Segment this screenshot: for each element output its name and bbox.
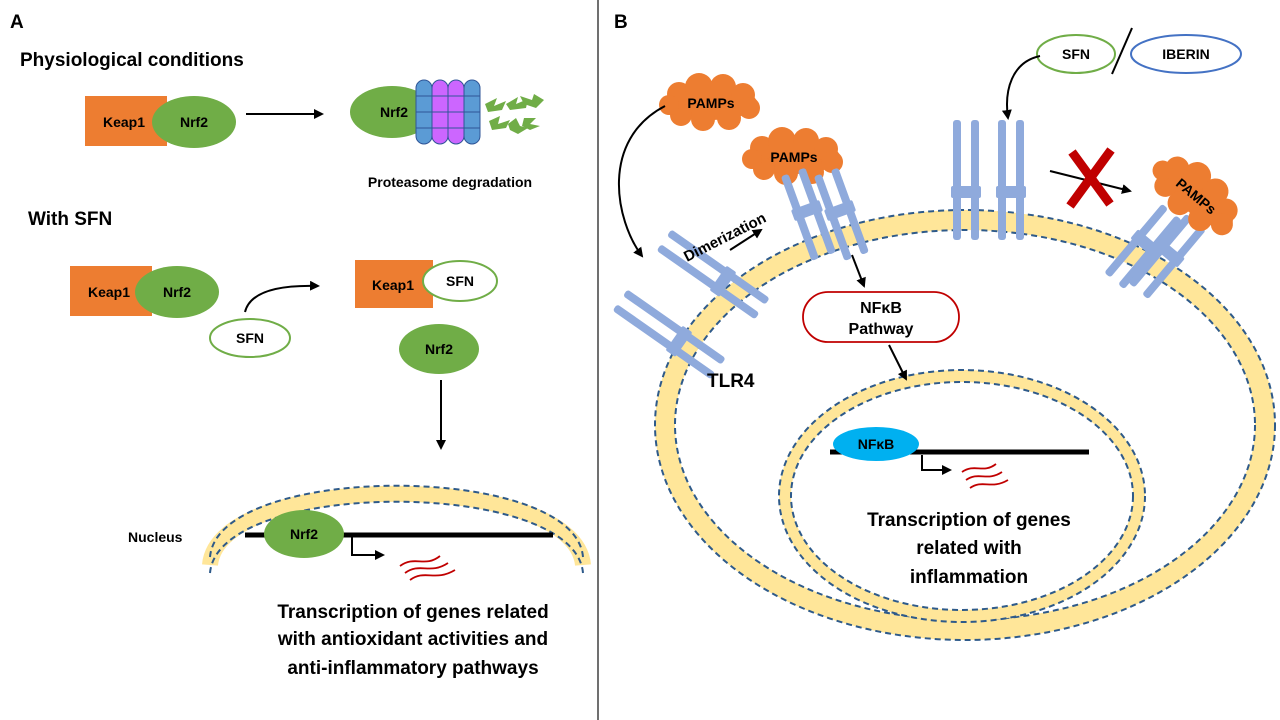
transcription-text-b-line3: inflammation bbox=[910, 567, 1028, 588]
physiological-title: Physiological conditions bbox=[20, 50, 244, 71]
nfkb-pathway-label-line1: NFκB bbox=[860, 300, 902, 317]
iberin-label: IBERIN bbox=[1162, 46, 1209, 62]
cell-membrane bbox=[654, 209, 1276, 641]
iberin-ellipse bbox=[1130, 34, 1242, 74]
panel-a: A Physiological conditions Keap1 Nrf2 Nr… bbox=[10, 12, 591, 679]
nrf2-ellipse-free bbox=[399, 324, 479, 374]
nrf2-label-degraded: Nrf2 bbox=[380, 104, 408, 120]
transcription-text-a-line3: anti-inflammatory pathways bbox=[287, 658, 538, 679]
nfkb-label: NFκB bbox=[858, 436, 895, 452]
nrf2-ellipse-physiological bbox=[152, 96, 236, 148]
transcription-text-b-line2: related with bbox=[916, 538, 1022, 559]
transcription-text-a-line2: with antioxidant activities and bbox=[277, 629, 548, 650]
peptide-fragments-icon bbox=[485, 94, 544, 134]
transcription-start-arrow-a bbox=[351, 537, 385, 560]
nrf2-ellipse-degraded bbox=[350, 86, 434, 138]
keap1-label-sfn-left: Keap1 bbox=[88, 284, 130, 300]
panel-b: B SFN IBERIN PAMPs TLR4 bbox=[611, 12, 1276, 641]
transcription-start-arrow-b bbox=[921, 455, 952, 475]
transcription-text-b-line1: Transcription of genes bbox=[867, 510, 1071, 531]
sfn-to-receptor-arrow bbox=[1001, 55, 1041, 120]
nfkb-ellipse bbox=[833, 427, 919, 461]
mrna-icon-a bbox=[399, 555, 456, 581]
sfn-ellipse-a bbox=[209, 318, 291, 358]
dimerization-label: Dimerization bbox=[681, 210, 769, 266]
transcription-text-a-line1: Transcription of genes related bbox=[277, 602, 548, 623]
pamps-label-2: PAMPs bbox=[770, 149, 817, 165]
nucleus-label: Nucleus bbox=[128, 529, 183, 545]
pamps-to-tlr4-arrow bbox=[617, 105, 666, 258]
receptor-to-nfkb-arrow bbox=[851, 254, 866, 288]
sfn-ellipse-bound bbox=[422, 260, 498, 302]
sfn-binding-arrow bbox=[244, 280, 320, 313]
keap1-box-sfn-bound bbox=[355, 260, 433, 308]
proteasome-icon bbox=[415, 79, 481, 145]
pamps-label-1: PAMPs bbox=[687, 95, 734, 111]
keap1-label-sfn-bound: Keap1 bbox=[372, 277, 414, 293]
nfkb-pathway-label-line2: Pathway bbox=[849, 321, 914, 338]
nucleus-membrane-b bbox=[778, 369, 1146, 623]
nfkb-pathway-box bbox=[802, 291, 960, 343]
sfn-iberin-separator bbox=[1111, 27, 1133, 75]
nrf2-label-free: Nrf2 bbox=[425, 341, 453, 357]
dimerization-arrow bbox=[729, 228, 763, 251]
sfn-label-bound: SFN bbox=[446, 273, 474, 289]
tlr4-label: TLR4 bbox=[707, 371, 755, 392]
nrf2-ellipse-sfn-left bbox=[135, 266, 219, 318]
panel-b-letter: B bbox=[614, 12, 628, 33]
keap1-label-physiological: Keap1 bbox=[103, 114, 145, 130]
panel-a-letter: A bbox=[10, 12, 24, 33]
nrf2-label-nucleus: Nrf2 bbox=[290, 526, 318, 542]
nrf2-ellipse-nucleus bbox=[264, 510, 344, 558]
with-sfn-title: With SFN bbox=[28, 209, 112, 230]
nucleus-membrane-a bbox=[202, 484, 591, 574]
mrna-icon-b bbox=[961, 463, 1009, 489]
sfn-ellipse-b bbox=[1036, 34, 1116, 74]
proteasome-label: Proteasome degradation bbox=[368, 174, 532, 190]
sfn-label-b: SFN bbox=[1062, 46, 1090, 62]
pathway-to-nucleus-arrow bbox=[888, 344, 907, 381]
block-x-icon bbox=[1066, 147, 1115, 209]
nrf2-label-physiological: Nrf2 bbox=[180, 114, 208, 130]
nrf2-label-sfn-left: Nrf2 bbox=[163, 284, 191, 300]
sfn-label-a: SFN bbox=[236, 330, 264, 346]
